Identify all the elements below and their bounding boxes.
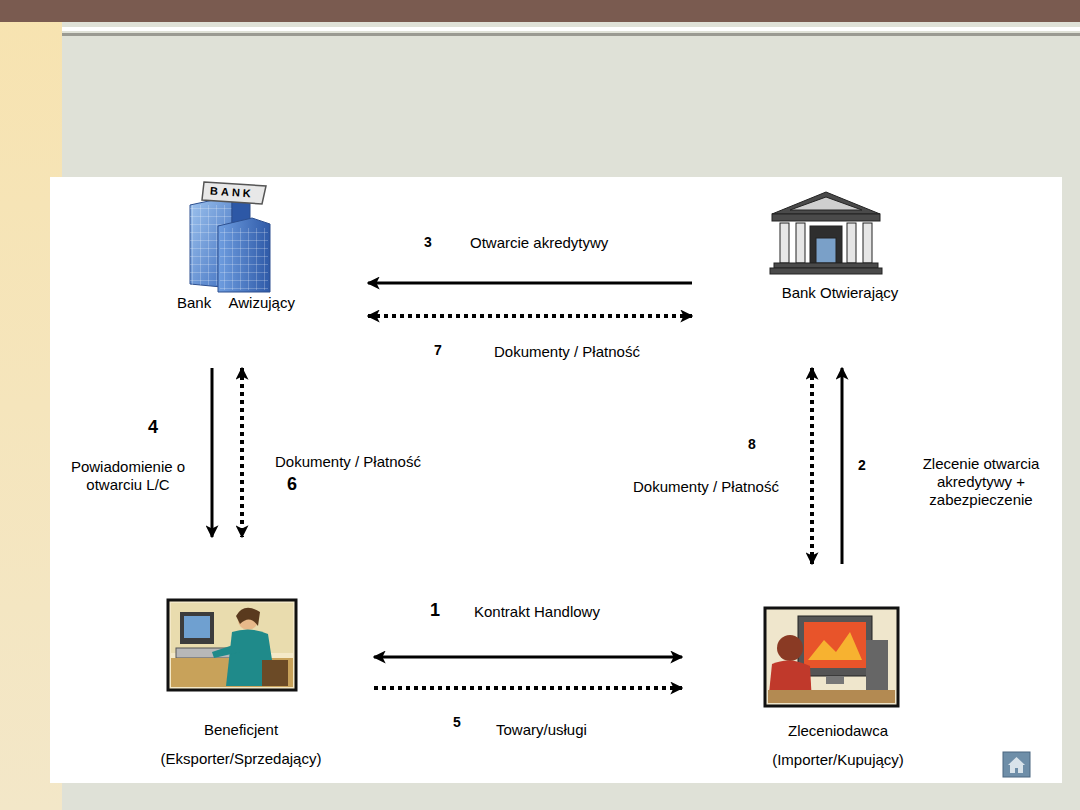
callout-number: 2 (858, 458, 866, 472)
exporter-clipart (168, 600, 296, 690)
party-node: Zleceniodawca (Importer/Kupujący) (690, 572, 986, 777)
top-rule (62, 33, 1080, 36)
node-title: Zleceniodawca (788, 722, 888, 740)
callout-number: 7 (434, 343, 442, 357)
flow-arrow (374, 656, 682, 659)
flow-arrow (211, 368, 214, 537)
edge-label: Dokumenty / Płatność (633, 478, 779, 496)
node-title: Bank Otwierający (782, 284, 899, 302)
flow-arrow (841, 368, 844, 564)
callout-number: 5 (453, 715, 461, 729)
classical-bank-icon (770, 192, 882, 274)
party-node: Bank Otwierający (700, 185, 980, 360)
edge-label: Dokumenty / Płatność (275, 453, 421, 471)
bank-building-icon (190, 182, 270, 292)
node-title: Bank Awizujący (177, 294, 295, 312)
callout-number: 4 (148, 418, 158, 436)
node-title: Beneficjent (204, 721, 278, 739)
callout-number: 6 (287, 475, 297, 493)
callout-number: 3 (424, 235, 432, 249)
node-subtitle: (Importer/Kupujący) (772, 751, 904, 769)
flow-arrow (368, 282, 692, 285)
importer-clipart (765, 608, 898, 706)
edge-label: Dokumenty / Płatność (494, 343, 640, 361)
edge-label: Powiadomienie o otwarciu L/C (58, 458, 198, 494)
party-node: Bank Awizujący (112, 178, 360, 360)
diagram-panel (50, 177, 1062, 783)
callout-number: 8 (748, 437, 756, 451)
document-flow-arrow (810, 368, 814, 564)
top-rule (62, 27, 1080, 31)
party-node: Beneficjent (Eksporter/Sprzedający) (116, 545, 366, 776)
edge-label: Otwarcie akredytywy (470, 234, 608, 252)
home-button (1003, 752, 1030, 777)
edge-label: Towary/usługi (496, 721, 587, 739)
callout-number: 1 (430, 601, 440, 619)
document-flow-arrow (240, 368, 244, 537)
document-flow-arrow (374, 686, 682, 690)
top-bar (0, 0, 1080, 22)
edge-label: Zlecenie otwarcia akredytywy + zabezpiec… (908, 455, 1054, 509)
node-subtitle: (Eksporter/Sprzedający) (161, 750, 322, 768)
bank-sign: BANK (210, 185, 254, 199)
document-flow-arrow (368, 314, 692, 318)
edge-label: Kontrakt Handlowy (474, 603, 600, 621)
